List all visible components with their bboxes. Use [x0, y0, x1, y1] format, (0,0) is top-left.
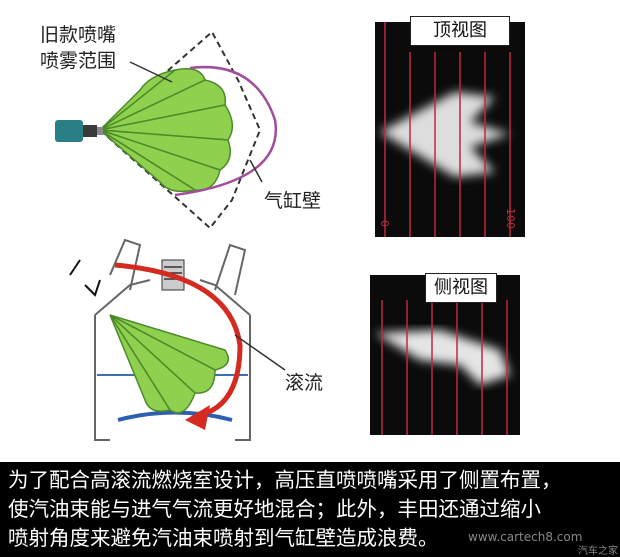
tumble-flow-arrow	[114, 262, 243, 418]
scale-end-label: 100	[504, 208, 517, 229]
side-spray-fan	[109, 314, 230, 414]
caption-line-2: 使汽油束能与进气气流更好地混合；此外，丰田还通过缩小	[8, 497, 541, 521]
nozzle-icon	[55, 120, 103, 142]
watermark-brand: 汽车之家	[578, 546, 618, 557]
spray-fan	[99, 68, 234, 193]
caption-panel: 为了配合高滚流燃烧室设计，高压直喷喷嘴采用了侧置布置， 使汽油束能与进气气流更好…	[0, 462, 620, 557]
cylinder-wall-label: 气缸壁	[264, 190, 322, 212]
spray-range-label: 喷雾范围	[40, 50, 117, 72]
tumble-label: 滚流	[285, 372, 324, 394]
cylinder-wall-arc	[174, 65, 278, 197]
side-view-label: 侧视图	[425, 273, 497, 303]
top-view-photo: 0 100	[375, 22, 525, 237]
old-nozzle-label: 旧款喷嘴	[40, 24, 117, 46]
old-nozzle-spray-diagram	[55, 30, 278, 230]
scale-start-label: 0	[378, 220, 391, 227]
engine-cross-section-diagram	[69, 238, 286, 441]
top-view-label: 顶视图	[410, 16, 510, 46]
caption-line-1: 为了配合高滚流燃烧室设计，高压直喷喷嘴采用了侧置布置，	[8, 468, 562, 492]
caption-line-3: 喷射角度来避免汽油束喷射到气缸壁造成浪费。	[8, 526, 439, 550]
watermark-site: www.cartech8.com	[468, 530, 583, 544]
